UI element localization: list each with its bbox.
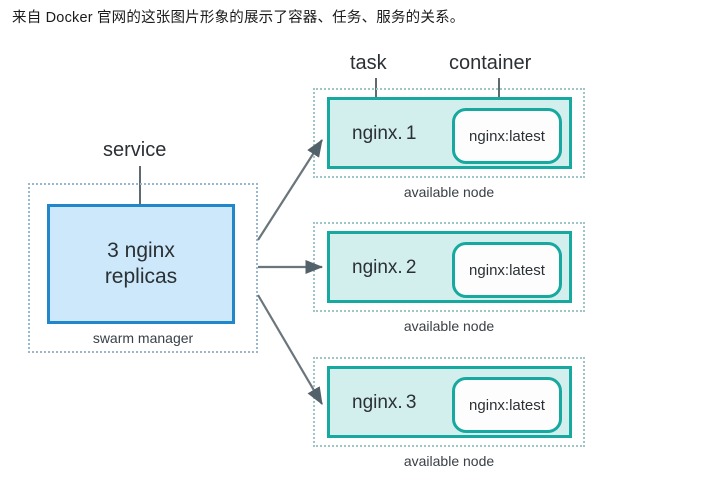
swarm-manager-node: 3 nginx replicas — [28, 183, 258, 353]
container-box-2[interactable]: nginx:latest — [452, 242, 562, 298]
swarm-manager-label: swarm manager — [92, 330, 194, 346]
available-node-2: nginx. 2 nginx:latest — [313, 222, 585, 312]
available-node-label-3: available node — [403, 453, 495, 469]
callout-task: task — [350, 52, 387, 74]
available-node-1: nginx. 1 nginx:latest — [313, 88, 585, 178]
available-node-3: nginx. 3 nginx:latest — [313, 357, 585, 447]
available-node-label-2: available node — [403, 318, 495, 334]
callout-service: service — [103, 139, 167, 161]
task-label-3: nginx. 3 — [352, 392, 417, 413]
task-label-2: nginx. 2 — [352, 257, 417, 278]
leader-line-service — [139, 166, 141, 218]
container-label-1: nginx:latest — [469, 127, 545, 145]
task-label-1: nginx. 1 — [352, 123, 417, 144]
callout-container: container — [449, 52, 532, 74]
service-text-line1: 3 nginx — [107, 239, 175, 262]
task-box-1[interactable]: nginx. 1 nginx:latest — [327, 97, 572, 169]
service-box[interactable]: 3 nginx replicas — [47, 204, 235, 324]
container-label-2: nginx:latest — [469, 261, 545, 279]
container-box-3[interactable]: nginx:latest — [452, 377, 562, 433]
service-text-line2: replicas — [104, 265, 178, 288]
container-box-1[interactable]: nginx:latest — [452, 108, 562, 164]
service-text: 3 nginx replicas — [105, 238, 177, 290]
page-caption: 来自 Docker 官网的这张图片形象的展示了容器、任务、服务的关系。 — [12, 10, 465, 26]
available-node-label-1: available node — [403, 184, 495, 200]
task-box-3[interactable]: nginx. 3 nginx:latest — [327, 366, 572, 438]
container-label-3: nginx:latest — [469, 396, 545, 414]
task-box-2[interactable]: nginx. 2 nginx:latest — [327, 231, 572, 303]
